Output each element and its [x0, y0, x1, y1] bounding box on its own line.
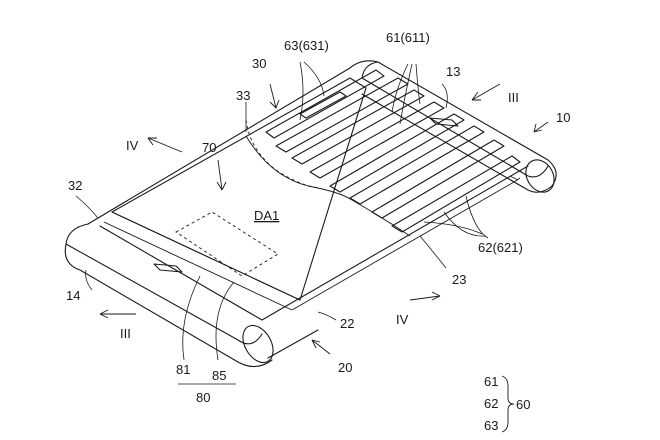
arrow-30-line [269, 83, 277, 109]
display-panel-corner [509, 175, 519, 181]
leader-61c [415, 63, 421, 105]
arrow-iv-right-head [431, 291, 441, 301]
left-roller-top [65, 223, 263, 345]
label-81: 81 [176, 362, 190, 377]
legend-item-61: 61 [484, 374, 498, 389]
label-62-621: 62(621) [478, 240, 523, 255]
label-80: 80 [196, 390, 210, 405]
label-14: 14 [66, 288, 80, 303]
arrow-iv-left-head [147, 137, 157, 146]
label-20: 20 [338, 360, 352, 375]
leader-62b [443, 211, 487, 237]
device-body [64, 60, 557, 368]
label-32: 32 [68, 178, 82, 193]
legend-item-63: 63 [484, 418, 498, 433]
legend-group: 61 62 63 60 [484, 374, 530, 433]
right-roller-lower [361, 93, 553, 193]
leader-81 [182, 275, 201, 361]
arrow-30-head [269, 99, 280, 109]
label-section-iii-bottom: III [120, 326, 131, 341]
top-plate-front-edge [261, 165, 529, 321]
label-da1: DA1 [254, 208, 279, 223]
support-bar-7 [371, 139, 505, 219]
leader-lines [75, 61, 489, 385]
arrow-10-head [533, 123, 543, 133]
arrow-10-line [533, 121, 549, 133]
left-roller-outer [64, 243, 273, 368]
leader-22 [317, 311, 337, 321]
arrow-70-head [216, 181, 227, 191]
support-bar-6 [349, 125, 485, 205]
arrow-iv-left-line [147, 137, 183, 153]
right-roller-inner [361, 61, 549, 178]
arrow-iii-top-head [471, 91, 481, 101]
display-panel-front-rim-2 [103, 221, 293, 311]
left-roller-end-cap [242, 324, 274, 364]
label-section-iv-left: IV [126, 138, 139, 153]
legend-item-62: 62 [484, 396, 498, 411]
legend-group-60: 60 [516, 397, 530, 412]
section-arrows [99, 83, 549, 355]
label-section-iv-right: IV [396, 312, 409, 327]
leader-61b [399, 63, 413, 125]
leader-63a [299, 61, 304, 121]
leader-23 [419, 235, 447, 269]
leader-63b [303, 61, 325, 97]
arrow-iii-top-line [471, 83, 501, 101]
leader-62c [465, 195, 489, 239]
label-61-611: 61(611) [386, 30, 430, 45]
leader-14 [85, 269, 93, 291]
label-33: 33 [236, 88, 250, 103]
arrow-70-line [217, 159, 223, 191]
top-plate-back-edge [87, 67, 351, 225]
leader-13 [441, 83, 448, 109]
left-slot-hole [153, 263, 183, 273]
label-63-631: 63(631) [284, 38, 329, 53]
support-bar-8 [391, 155, 521, 233]
arrow-20-head [311, 339, 321, 349]
support-bar-small [299, 91, 347, 119]
arrow-20-line [311, 339, 331, 355]
label-85: 85 [212, 368, 226, 383]
display-panel-70 [111, 77, 367, 301]
label-10: 10 [556, 110, 570, 125]
leader-85 [215, 281, 235, 361]
label-section-iii-top: III [508, 90, 519, 105]
label-13: 13 [446, 64, 460, 79]
support-bar-3 [291, 89, 425, 165]
label-70: 70 [202, 140, 216, 155]
leader-62a [423, 221, 483, 235]
legend-brace [501, 375, 515, 433]
label-30: 30 [252, 56, 266, 71]
sensor-region-81 [175, 211, 279, 277]
support-bar-1 [265, 69, 385, 139]
left-roller-seam [99, 225, 263, 321]
label-23: 23 [452, 272, 466, 287]
right-roller-top [349, 60, 557, 187]
arrow-iv-right-line [409, 295, 441, 301]
leader-32 [75, 195, 99, 219]
leader-61a [391, 63, 409, 113]
support-bar-5 [329, 113, 465, 193]
left-roller-bottom-edge [267, 329, 319, 359]
reference-labels: 10 13 14 20 22 23 30 32 33 61(611) 62(62… [66, 30, 570, 405]
display-panel-right-rim [291, 177, 521, 311]
support-bar-4 [309, 101, 445, 179]
label-22: 22 [340, 316, 354, 331]
display-panel-front-rim [111, 211, 301, 301]
right-roller-end-cap [525, 159, 555, 193]
arrow-iii-bottom-head [99, 309, 109, 319]
